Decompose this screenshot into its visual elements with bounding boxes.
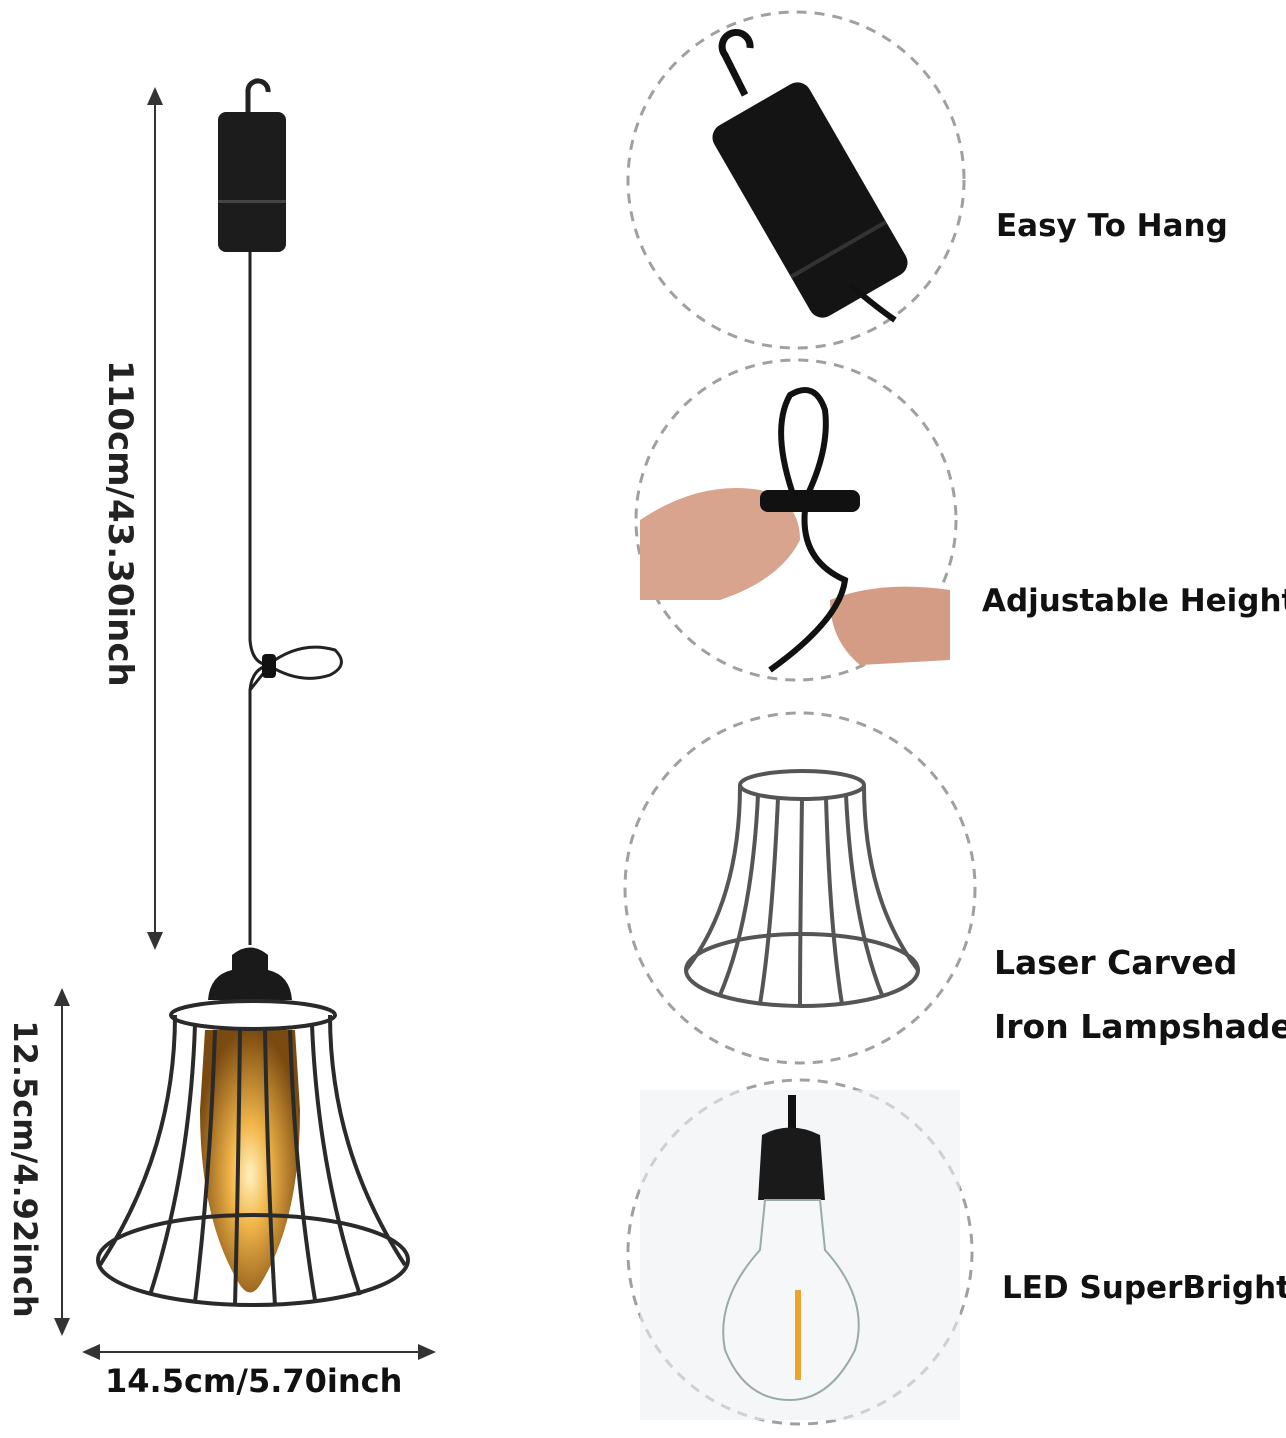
feature-label-adjustable-height: Adjustable Height [982,583,1286,619]
height-label: 110cm/43.30inch [100,360,140,687]
feature-circle-hang [626,10,966,350]
shade-height-label: 12.5cm/4.92inch [6,1020,44,1318]
feature-circle-bulb [626,1078,974,1426]
feature-label-easy-to-hang: Easy To Hang [996,208,1228,244]
shade-width-label: 14.5cm/5.70inch [105,1362,403,1400]
lamp-socket [208,947,292,1000]
hook-icon [245,78,271,112]
cord-loop-icon [640,387,950,673]
battery-cylinder [218,112,286,252]
led-bulb-icon [640,1090,960,1420]
feature-label-led-superbright: LED SuperBright [1002,1270,1286,1306]
lamp-bulb [200,1030,300,1293]
lamp-cage [96,999,410,1307]
feature-circle-shade [623,711,977,1065]
feature-circle-adjust [634,358,958,682]
feature-label-iron-lampshade: Iron Lampshade [994,1007,1286,1046]
hook-cylinder-icon [712,28,908,323]
lampshade-icon [684,769,920,1008]
cord [248,252,343,945]
feature-label-laser-carved: Laser Carved [994,943,1238,982]
